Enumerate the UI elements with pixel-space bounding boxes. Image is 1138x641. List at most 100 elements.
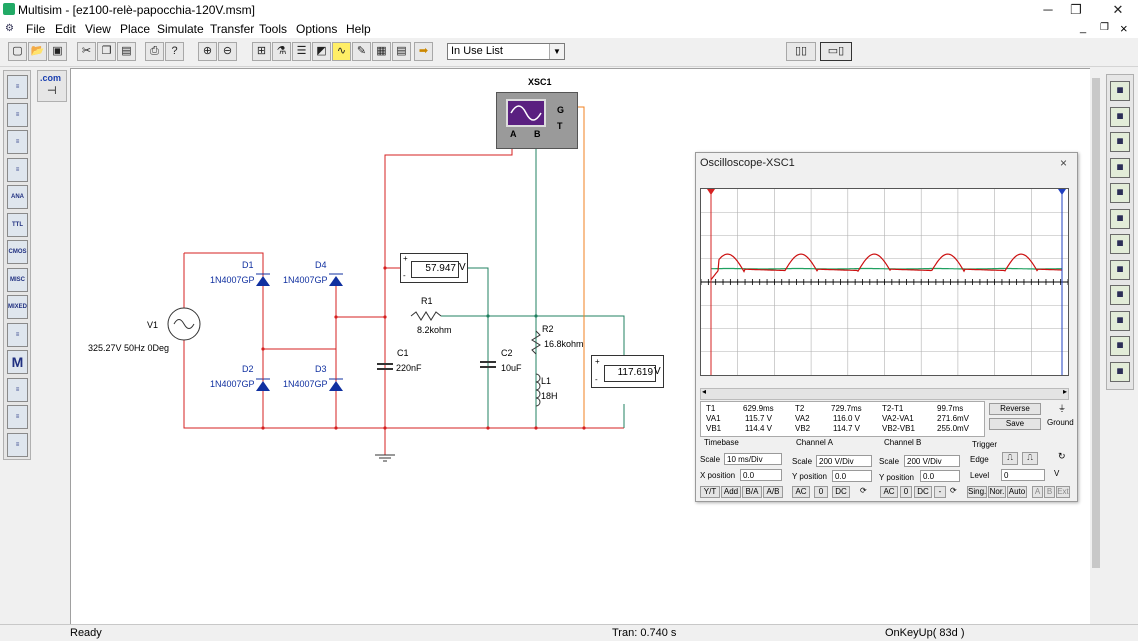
trigger-ext-button[interactable]: Ext <box>1056 486 1070 498</box>
logic-analyzer-icon[interactable]: ▦ <box>1110 285 1130 305</box>
doc-minimize-button[interactable]: _ <box>1080 22 1087 34</box>
zoom-in-icon[interactable]: ⊕ <box>198 42 217 61</box>
frequency-counter-icon[interactable]: ▦ <box>1110 234 1130 254</box>
channel-b-scale-field[interactable]: 200 V/Div <box>904 455 960 467</box>
channel-a-zero-button[interactable]: 0 <box>814 486 828 498</box>
oscilloscope-window[interactable]: Oscilloscope-XSC1 × ◂ ▸ T1 VA1 VB1 629.9… <box>695 152 1078 502</box>
reverse-button[interactable]: Reverse <box>989 403 1041 415</box>
trigger-a-button[interactable]: A <box>1032 486 1043 498</box>
close-button[interactable]: ✕ <box>1112 2 1124 17</box>
channel-a-ypos-field[interactable]: 0.0 <box>832 470 872 482</box>
distortion-analyzer-icon[interactable]: ▦ <box>1110 361 1130 382</box>
voltmeter-2[interactable]: + - 117.619 V <box>591 355 664 388</box>
channel-b-minus-button[interactable]: - <box>934 486 946 498</box>
function-generator-icon[interactable]: ▦ <box>1110 106 1130 127</box>
menu-help[interactable]: Help <box>346 22 371 36</box>
timebase-scale-field[interactable]: 10 ms/Div <box>724 453 782 465</box>
iv-analyzer-icon[interactable]: ▦ <box>1110 336 1130 356</box>
menu-place[interactable]: Place <box>120 22 151 36</box>
channel-b-zero-button[interactable]: 0 <box>900 486 912 498</box>
misc-icon[interactable]: M <box>7 350 28 374</box>
channel-a-ac-button[interactable]: AC <box>792 486 810 498</box>
menu-tools[interactable]: Tools <box>259 22 288 36</box>
cmos-icon[interactable]: CMOS <box>7 240 28 264</box>
mode-ab-button[interactable]: A/B <box>763 486 783 498</box>
save-button[interactable]: Save <box>989 418 1041 430</box>
channel-b-ac-button[interactable]: AC <box>880 486 898 498</box>
doc-restore-button[interactable]: ❐ <box>1100 22 1109 33</box>
ground-icon[interactable]: ⏚ <box>1058 404 1066 413</box>
new-icon[interactable]: ▢ <box>8 42 27 61</box>
trigger-level-field[interactable]: 0 <box>1001 469 1045 481</box>
bus-icon[interactable]: ☰ <box>292 42 311 61</box>
minimize-button[interactable]: ─ <box>1043 2 1053 17</box>
channel-a-scale-field[interactable]: 200 V/Div <box>816 455 872 467</box>
wattmeter-icon[interactable]: ▦ <box>1110 132 1130 152</box>
rf-icon[interactable]: ≡ <box>7 377 28 402</box>
trigger-auto-button[interactable]: Auto <box>1007 486 1027 498</box>
help-icon[interactable]: ? <box>165 42 184 61</box>
rising-edge-icon[interactable]: ⎍ <box>1002 452 1018 465</box>
indicator-icon[interactable]: ≡ <box>7 322 28 347</box>
ttl-icon[interactable]: TTL <box>7 212 28 237</box>
grapher-icon[interactable]: ∿ <box>332 42 351 61</box>
trigger-normal-button[interactable]: Nor. <box>988 486 1006 498</box>
falling-edge-icon[interactable]: ⎍ <box>1022 452 1038 465</box>
menu-file[interactable]: File <box>26 22 46 36</box>
oscilloscope-close-button[interactable]: × <box>1059 156 1067 170</box>
pause-icon[interactable]: ▯▯ <box>786 42 816 61</box>
multimeter-icon[interactable]: ▦ <box>1110 81 1130 101</box>
connector-icon[interactable]: ⊣ <box>47 85 57 97</box>
channel-b-refresh-icon[interactable]: ⟳ <box>950 486 957 495</box>
scope-instrument[interactable]: A B G T <box>496 92 578 149</box>
doc-close-button[interactable]: × <box>1120 21 1128 36</box>
postprocessor-icon[interactable]: ◩ <box>312 42 331 61</box>
diode-icon[interactable]: ≡ <box>7 130 28 154</box>
database-icon[interactable]: ⚗ <box>272 42 291 61</box>
com-label[interactable]: .com <box>40 73 62 83</box>
resistor-icon[interactable]: ≡ <box>7 102 28 127</box>
save-icon[interactable]: ▣ <box>48 42 67 61</box>
menu-simulate[interactable]: Simulate <box>157 22 204 36</box>
open-icon[interactable]: 📂 <box>28 42 47 61</box>
oscilloscope-screen[interactable] <box>700 188 1069 376</box>
menu-transfer[interactable]: Transfer <box>210 22 255 36</box>
trigger-refresh-icon[interactable]: ↻ <box>1058 451 1066 461</box>
cut-icon[interactable]: ✂ <box>77 42 96 61</box>
simulate-switch-icon[interactable]: ▭▯ <box>820 42 852 61</box>
word-generator-icon[interactable]: ▦ <box>1110 259 1130 280</box>
chevron-down-icon[interactable]: ▼ <box>549 44 564 59</box>
mode-ba-button[interactable]: B/A <box>742 486 762 498</box>
source-icon[interactable]: ≡ <box>7 75 28 99</box>
ladder-icon[interactable]: ≡ <box>7 432 28 457</box>
vertical-scrollbar[interactable] <box>1090 68 1102 624</box>
document-icon[interactable]: ⚙ <box>5 23 14 34</box>
channel-b-dc-button[interactable]: DC <box>914 486 932 498</box>
transistor-icon[interactable]: ≡ <box>7 157 28 182</box>
print-icon[interactable]: ⎙ <box>145 42 164 61</box>
oscilloscope-icon[interactable]: ▦ <box>1110 157 1130 178</box>
electromechanical-icon[interactable]: ≡ <box>7 405 28 429</box>
description-icon[interactable]: ▤ <box>392 42 411 61</box>
channel-b-ypos-field[interactable]: 0.0 <box>920 470 960 482</box>
x-position-field[interactable]: 0.0 <box>740 469 782 481</box>
paste-icon[interactable]: ▤ <box>117 42 136 61</box>
menu-view[interactable]: View <box>85 22 111 36</box>
component-icon[interactable]: ⊞ <box>252 42 271 61</box>
mode-yt-button[interactable]: Y/T <box>700 486 720 498</box>
analog-icon[interactable]: ANA <box>7 185 28 209</box>
in-use-list-dropdown[interactable]: In Use List ▼ <box>447 43 565 60</box>
menu-options[interactable]: Options <box>296 22 338 36</box>
scope-horizontal-scrollbar[interactable]: ◂ ▸ <box>700 387 1069 400</box>
copy-icon[interactable]: ❐ <box>97 42 116 61</box>
menu-edit[interactable]: Edit <box>55 22 76 36</box>
misc-digital-icon[interactable]: MISC <box>7 267 28 292</box>
channel-a-dc-button[interactable]: DC <box>832 486 850 498</box>
bode-plotter-icon[interactable]: ▦ <box>1110 208 1130 229</box>
zoom-out-icon[interactable]: ⊖ <box>218 42 237 61</box>
mixed-icon[interactable]: MIXED <box>7 295 28 319</box>
annotate-icon[interactable]: ✎ <box>352 42 371 61</box>
voltmeter-1[interactable]: + - 57.947 V <box>400 253 468 283</box>
trigger-b-button[interactable]: B <box>1044 486 1055 498</box>
mode-add-button[interactable]: Add <box>721 486 741 498</box>
